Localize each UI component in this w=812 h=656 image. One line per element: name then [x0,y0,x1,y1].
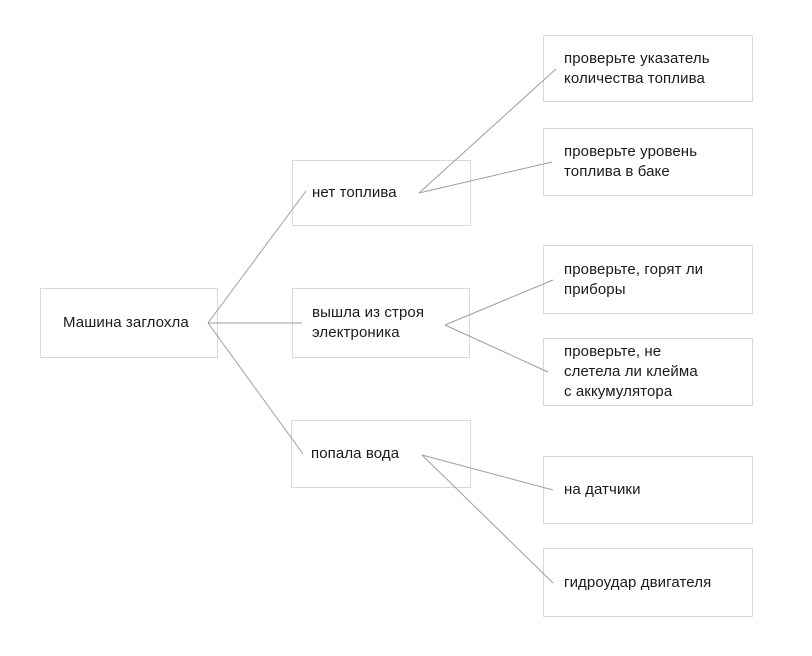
node-check-dash-lights: проверьте, горят ли приборы [543,245,753,314]
node-check-fuel-gauge: проверьте указатель количества топлива [543,35,753,102]
node-electronics-failure: вышла из строя электроника [292,288,470,358]
node-check-tank-level: проверьте уровень топлива в баке [543,128,753,196]
node-engine-hydrolock: гидроудар двигателя [543,548,753,617]
node-check-battery-terminal: проверьте, не слетела ли клейма с аккуму… [543,338,753,406]
edge-car-stalled-to-water-ingress [207,322,304,455]
node-no-fuel: нет топлива [292,160,471,226]
node-water-on-sensors: на датчики [543,456,753,524]
node-car-stalled: Машина заглохла [40,288,218,358]
node-water-ingress: попала вода [291,420,471,488]
